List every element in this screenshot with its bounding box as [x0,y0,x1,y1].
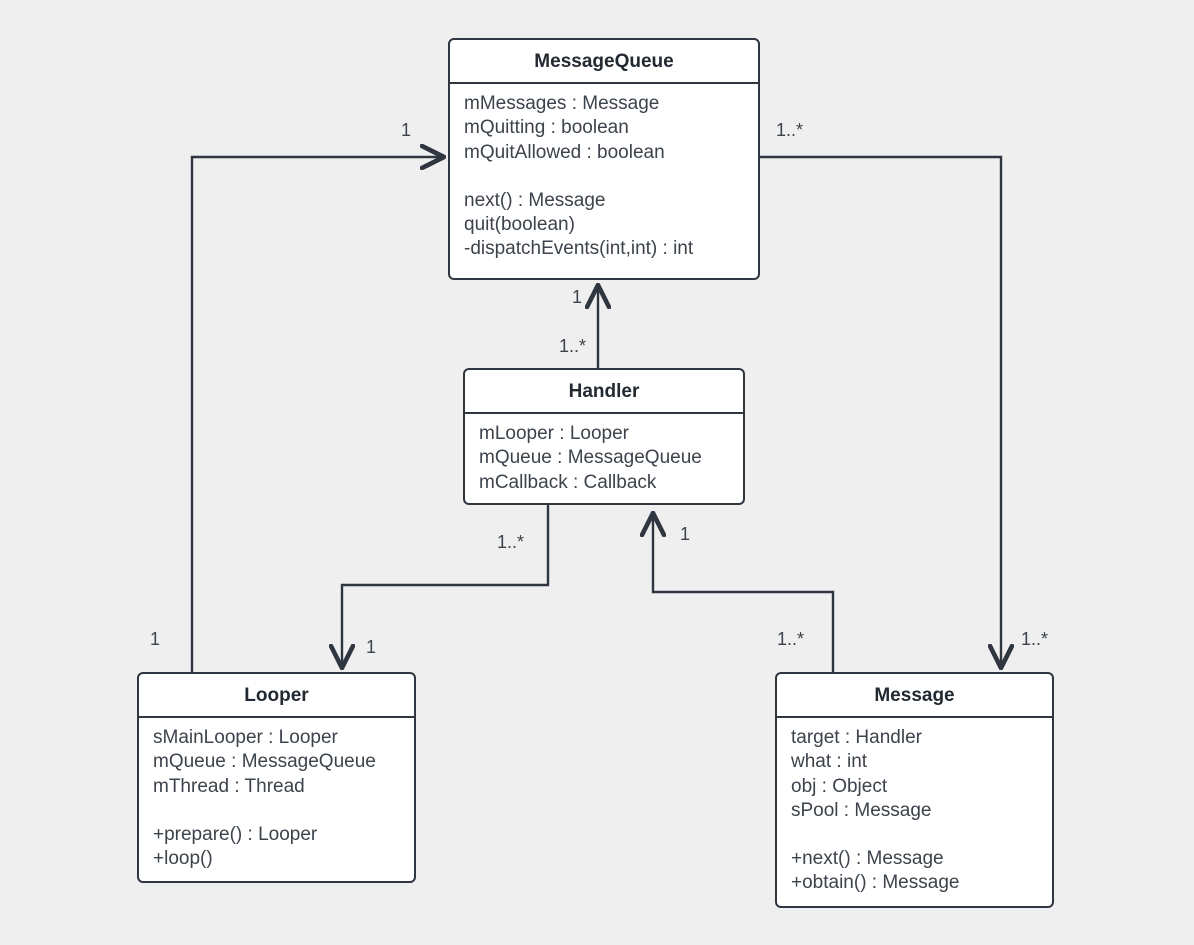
operation: -dispatchEvents(int,int) : int [464,238,694,260]
multiplicity-handler-bottom-left: 1..* [497,532,525,552]
class-members-message-queue: mMessages : Message mQuitting : boolean … [450,84,758,272]
multiplicity-looper-top-left: 1 [150,629,161,649]
attribute: mLooper : Looper [479,423,629,444]
operation: +next() : Message [791,848,944,870]
multiplicity-handler-top: 1..* [559,336,587,356]
multiplicity-looper-arrow: 1 [366,637,377,657]
operation: +prepare() : Looper [153,823,318,845]
multiplicity-messagequeue-bottom: 1 [572,287,583,307]
class-title-handler: Handler [465,370,743,414]
attribute: mQueue : MessageQueue [479,447,702,469]
operation: next() : Message [464,189,606,211]
operation: +loop() [153,848,213,870]
attribute: sMainLooper : Looper [153,727,338,748]
class-box-handler[interactable]: Handler mLooper : Looper mQueue : Messag… [463,368,745,505]
attribute: what : int [791,751,868,773]
attribute: mThread : Thread [153,775,305,797]
class-members-message: target : Handler what : int obj : Object… [777,718,1052,906]
operation: quit(boolean) [464,214,575,236]
attribute: mQueue : MessageQueue [153,751,376,773]
class-box-looper[interactable]: Looper sMainLooper : Looper mQueue : Mes… [137,672,416,883]
multiplicity-handler-bottom-right: 1 [680,524,691,544]
multiplicity-message-top-right: 1..* [1021,629,1049,649]
class-box-message-queue[interactable]: MessageQueue mMessages : Message mQuitti… [448,38,760,280]
attribute: mQuitAllowed : boolean [464,141,665,163]
connector-looper-to-messagequeue [190,157,444,674]
attribute: mCallback : Callback [479,471,657,493]
attribute: sPool : Message [791,799,932,821]
class-title-looper: Looper [139,674,414,718]
class-title-message-queue: MessageQueue [450,40,758,84]
class-members-looper: sMainLooper : Looper mQueue : MessageQue… [139,718,414,881]
multiplicity-message-top-left: 1..* [777,629,805,649]
multiplicity-messagequeue-right: 1..* [776,120,804,140]
attribute: mMessages : Message [464,93,660,114]
member-separator [153,799,414,823]
multiplicity-messagequeue-left: 1 [401,120,412,140]
class-members-handler: mLooper : Looper mQueue : MessageQueue m… [465,414,743,503]
operation: +obtain() : Message [791,872,960,894]
member-separator [791,823,1052,847]
class-title-message: Message [777,674,1052,718]
attribute: obj : Object [791,775,888,797]
attribute: mQuitting : boolean [464,117,629,139]
member-separator [464,165,758,189]
class-box-message[interactable]: Message target : Handler what : int obj … [775,672,1054,908]
attribute: target : Handler [791,727,922,748]
connector-messagequeue-to-message [758,155,1001,668]
